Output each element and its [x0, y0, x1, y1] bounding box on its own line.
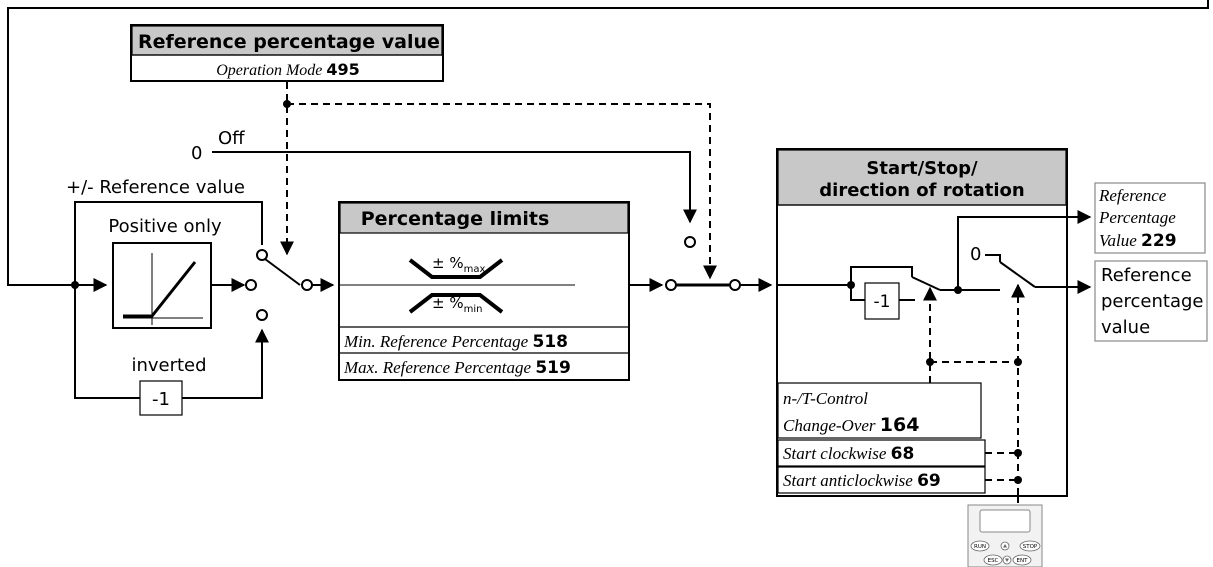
stop-key: STOP	[1023, 544, 1038, 550]
start-anticlockwise-param: Start anticlockwise 69	[777, 466, 986, 494]
run-key: RUN	[974, 544, 986, 550]
positive-only-block: Positive only	[108, 216, 222, 329]
start-switch-blade	[999, 261, 1036, 288]
control-changeover-param: n-/T-Control Change-Over 164	[777, 382, 982, 439]
startstop-title-1: Start/Stop/	[866, 158, 978, 179]
svg-text:Start clockwise 68: Start clockwise 68	[783, 444, 914, 464]
mode-switch-blade	[264, 258, 301, 286]
positive-only-label: Positive only	[108, 216, 222, 237]
feedback-line	[7, 0, 1209, 292]
output-param-229: Reference Percentage Value 229	[1094, 182, 1206, 254]
upper-path	[74, 201, 263, 285]
mode-control-line-2	[287, 103, 717, 280]
invert-block	[139, 380, 183, 416]
lower-path	[74, 285, 140, 399]
mode-param: Operation Mode 495	[216, 60, 360, 79]
svg-text:Value 229: Value 229	[1099, 231, 1177, 251]
svg-text:Percentage: Percentage	[1098, 208, 1176, 227]
stop-zero-label: 0	[970, 244, 981, 265]
max-ref-param: Max. Reference Percentage 519	[343, 358, 571, 378]
min-ref-param: Min. Reference Percentage 518	[343, 332, 568, 352]
svg-text:value: value	[1101, 317, 1150, 338]
max-limit-label: ± %max	[432, 254, 485, 275]
direction-minus-one: -1	[874, 292, 891, 312]
svg-text:Start anticlockwise 69: Start anticlockwise 69	[783, 471, 941, 491]
mode-box: Reference percentage value Operation Mod…	[130, 24, 444, 82]
off-label: Off	[218, 128, 245, 149]
svg-text:Reference: Reference	[1098, 186, 1167, 205]
output-reference-percentage: Reference percentage value	[1094, 260, 1208, 342]
svg-text:n-/T-Control: n-/T-Control	[783, 389, 868, 408]
svg-text:Reference: Reference	[1101, 265, 1192, 286]
limits-title: Percentage limits	[361, 208, 550, 230]
start-clockwise-param: Start clockwise 68	[777, 439, 986, 467]
mode-box-title: Reference percentage value	[138, 31, 440, 53]
percentage-limits-box: Percentage limits ± %max ± %min Min. Ref…	[338, 201, 630, 381]
inverted-label: inverted	[131, 355, 206, 376]
control-keypad: RUN STOP ESC ENT	[967, 504, 1043, 567]
min-limit-label: ± %min	[432, 294, 482, 315]
esc-key: ESC	[988, 558, 999, 564]
off-line	[212, 151, 697, 224]
svg-text:percentage: percentage	[1101, 291, 1203, 312]
invert-minus-one: -1	[152, 389, 170, 410]
zero-label: 0	[191, 143, 202, 164]
ent-key: ENT	[1017, 558, 1029, 564]
plus-minus-label: +/- Reference value	[66, 177, 245, 198]
svg-text:Change-Over 164: Change-Over 164	[783, 414, 919, 436]
startstop-title-2: direction of rotation	[819, 180, 1024, 201]
direction-invert-block	[864, 282, 900, 320]
